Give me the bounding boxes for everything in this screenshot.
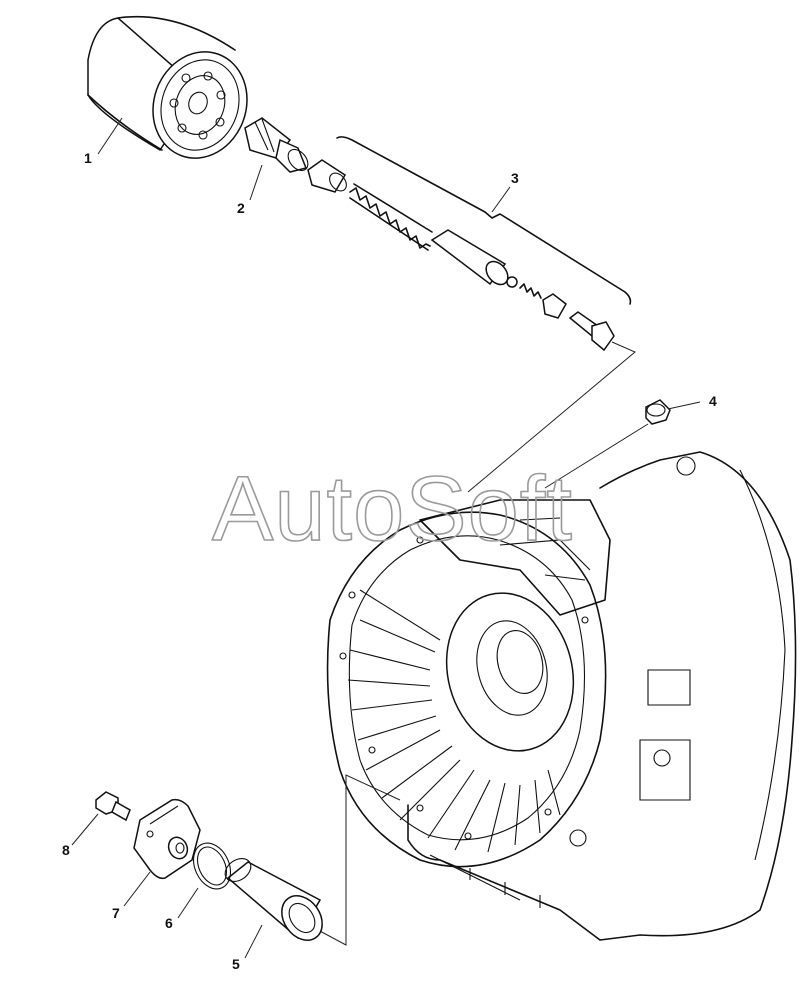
- callout-labels: 1 2 3 4 5 6 7 8: [62, 150, 717, 972]
- callout-3: 3: [511, 170, 519, 186]
- watermark-text: AutoSoft: [212, 458, 573, 560]
- callout-5: 5: [232, 956, 240, 972]
- part-6-o-ring[interactable]: [186, 837, 237, 895]
- part-1-oil-filter[interactable]: [87, 15, 262, 172]
- callout-2: 2: [237, 200, 245, 216]
- transmission-housing: [326, 451, 797, 941]
- part-7-cover-plate[interactable]: [133, 798, 201, 880]
- relief-spring: [349, 183, 433, 251]
- part-5-sleeve[interactable]: [221, 854, 331, 948]
- part-4-plug[interactable]: [645, 399, 671, 425]
- callout-7: 7: [112, 905, 120, 921]
- callout-1: 1: [84, 150, 92, 166]
- callout-4: 4: [709, 393, 717, 409]
- callout-6: 6: [165, 915, 173, 931]
- part-2-adapter-nipple[interactable]: [244, 117, 312, 174]
- callout-leaders: [71, 117, 701, 959]
- part-3-relief-valve-assembly[interactable]: [307, 136, 632, 352]
- part-8-bolt[interactable]: [95, 791, 131, 822]
- callout-8: 8: [62, 842, 70, 858]
